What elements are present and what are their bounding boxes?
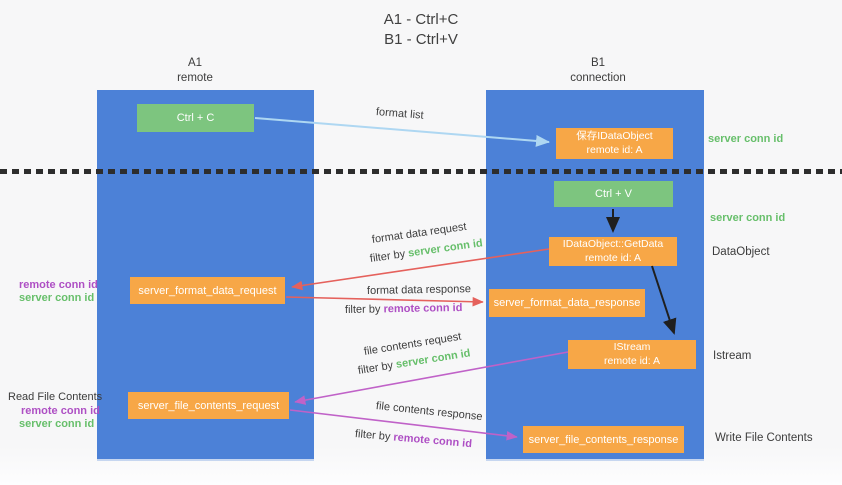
file-request-box: server_file_contents_request [128, 392, 289, 419]
separator-dotted-line [0, 169, 842, 174]
read-file-contents-label: Read File Contents [8, 391, 103, 403]
istream-label: Istream [713, 350, 752, 362]
lifeline-b-role: connection [570, 72, 626, 84]
lifeline-a-header: A1 remote [130, 56, 260, 86]
diagram-title-line1: A1 - Ctrl+C [383, 11, 459, 28]
filter-by-remote-conn-label-1: filter by remote conn id [345, 302, 463, 316]
ctrl-v-box: Ctrl + V [554, 181, 673, 207]
format-response-box: server_format_data_response [489, 289, 645, 317]
lifeline-b-header: B1 connection [533, 56, 663, 86]
server-conn-id-text: server conn id [407, 237, 484, 260]
file-contents-response-label: file contents response [375, 400, 484, 424]
lifeline-b-name: B1 [590, 57, 606, 69]
ctrl-c-box: Ctrl + C [137, 104, 254, 132]
save-idataobject-line1: 保存IDataObject [576, 130, 653, 142]
getdata-line1: IDataObject::GetData [562, 238, 664, 250]
left-server-conn-id-label-1: server conn id [19, 292, 95, 304]
format-data-response-label: format data response [366, 283, 472, 297]
right-server-conn-id-label-2: server conn id [710, 212, 786, 224]
diagram-title-line2: B1 - Ctrl+V [384, 31, 458, 48]
write-file-contents-label: Write File Contents [715, 432, 813, 444]
dataobject-label: DataObject [712, 246, 770, 258]
remote-conn-id-text: remote conn id [383, 301, 463, 316]
istream-line1: IStream [613, 341, 651, 353]
filter-by-remote-conn-label-2: filter by remote conn id [354, 428, 472, 450]
left-remote-conn-id-label-2: remote conn id [21, 405, 100, 417]
lifeline-a-name: A1 [187, 57, 203, 69]
istream-box: IStream remote id: A [568, 340, 696, 369]
filter-by-text: filter by [344, 303, 381, 316]
save-idataobject-line2: remote id: A [586, 143, 643, 156]
save-idataobject-box: 保存IDataObject remote id: A [556, 128, 673, 159]
format-request-box: server_format_data_request [130, 277, 285, 304]
filter-by-text: filter by [354, 428, 391, 444]
getdata-box: IDataObject::GetData remote id: A [549, 237, 677, 266]
right-server-conn-id-label-1: server conn id [708, 133, 784, 145]
format-list-label: format list [375, 106, 425, 122]
remote-conn-id-text: remote conn id [392, 431, 473, 451]
filter-by-text: filter by [369, 248, 406, 265]
lifeline-a-role: remote [177, 72, 213, 84]
file-response-box: server_file_contents_response [523, 426, 684, 453]
diagram-title: A1 - Ctrl+C B1 - Ctrl+V [346, 10, 496, 50]
getdata-line2: remote id: A [584, 251, 642, 264]
filter-by-text: filter by [357, 359, 394, 377]
left-server-conn-id-label-2: server conn id [19, 418, 95, 430]
istream-line2: remote id: A [603, 354, 661, 367]
left-remote-conn-id-label-1: remote conn id [19, 279, 98, 291]
